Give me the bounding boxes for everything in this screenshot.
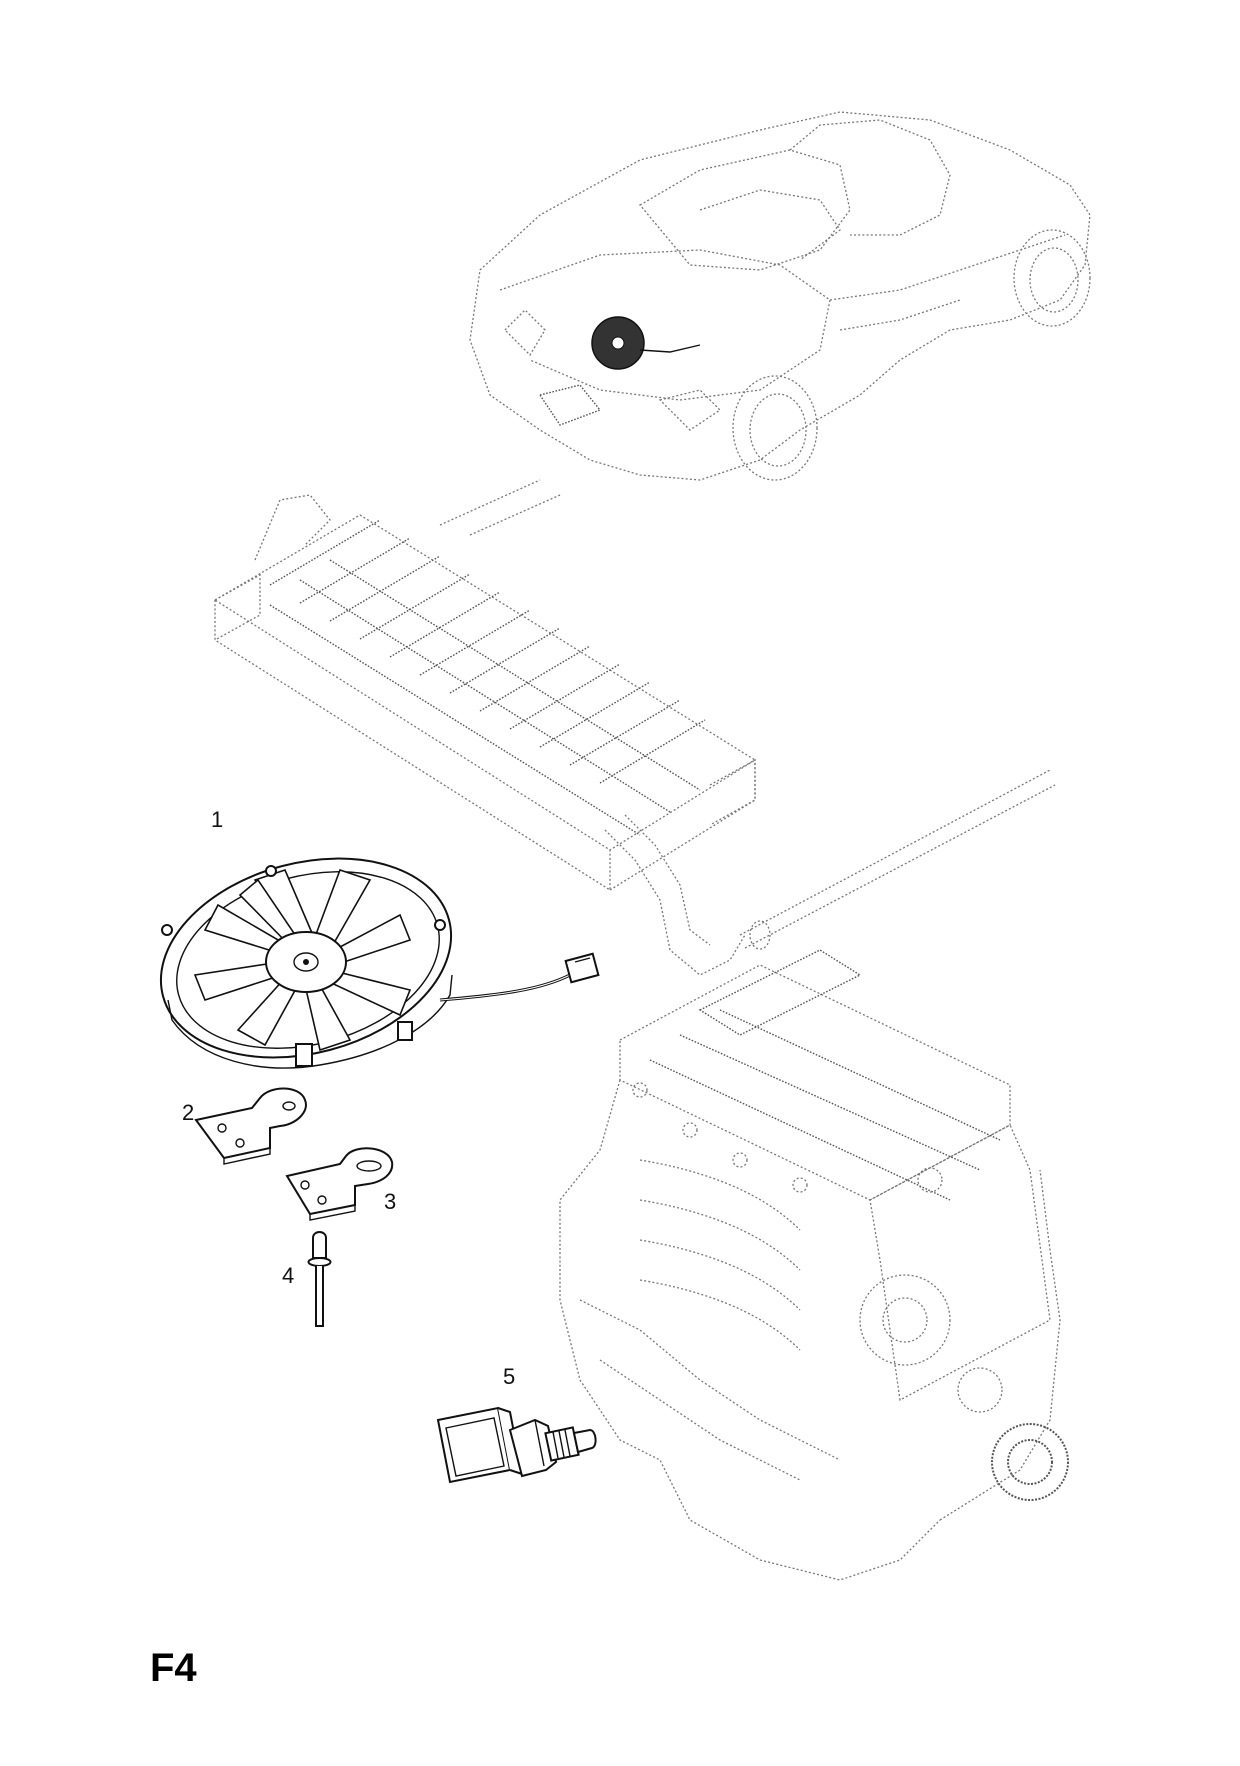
radiator-illustration bbox=[213, 494, 1056, 976]
engine-illustration bbox=[559, 949, 1069, 1581]
bracket-part-3 bbox=[285, 1147, 394, 1221]
bracket-part-2 bbox=[194, 1087, 307, 1165]
leader-line bbox=[439, 479, 541, 526]
temperature-sensor-part-5 bbox=[436, 1406, 597, 1484]
callout-5: 5 bbox=[503, 1364, 516, 1389]
callout-4: 4 bbox=[282, 1263, 295, 1288]
callout-1: 1 bbox=[211, 807, 224, 832]
callout-2: 2 bbox=[182, 1100, 195, 1125]
leader-line bbox=[469, 494, 561, 536]
callout-3: 3 bbox=[384, 1189, 397, 1214]
cooling-fan-part bbox=[159, 857, 600, 1069]
car-illustration bbox=[469, 111, 1091, 481]
rivet-part-4 bbox=[307, 1231, 332, 1327]
sheet-identifier: F4 bbox=[150, 1646, 197, 1690]
